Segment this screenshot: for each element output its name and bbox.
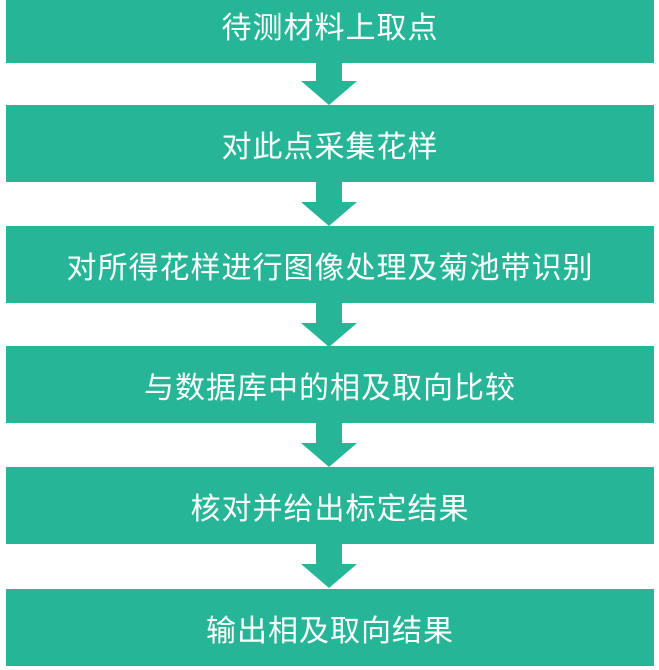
step-4-box: 与数据库中的相及取向比较 bbox=[6, 346, 654, 423]
step-1-box: 待测材料上取点 bbox=[6, 0, 654, 63]
arrow-down-icon bbox=[301, 61, 357, 105]
step-2-box: 对此点采集花样 bbox=[6, 105, 654, 182]
step-3-box: 对所得花样进行图像处理及菊池带识别 bbox=[6, 226, 654, 303]
step-2-label: 对此点采集花样 bbox=[221, 129, 439, 165]
step-6-label: 输出相及取向结果 bbox=[206, 613, 454, 649]
step-5-box: 核对并给出标定结果 bbox=[6, 467, 654, 544]
arrow-down-icon bbox=[301, 423, 357, 467]
arrow-down-icon bbox=[301, 182, 357, 226]
step-3-label: 对所得花样进行图像处理及菊池带识别 bbox=[66, 250, 594, 286]
step-1-label: 待测材料上取点 bbox=[221, 10, 439, 46]
arrow-down-icon bbox=[301, 303, 357, 347]
step-5-label: 核对并给出标定结果 bbox=[190, 491, 470, 527]
step-6-box: 输出相及取向结果 bbox=[6, 589, 654, 666]
step-4-label: 与数据库中的相及取向比较 bbox=[144, 370, 516, 406]
arrow-down-icon bbox=[301, 544, 357, 588]
